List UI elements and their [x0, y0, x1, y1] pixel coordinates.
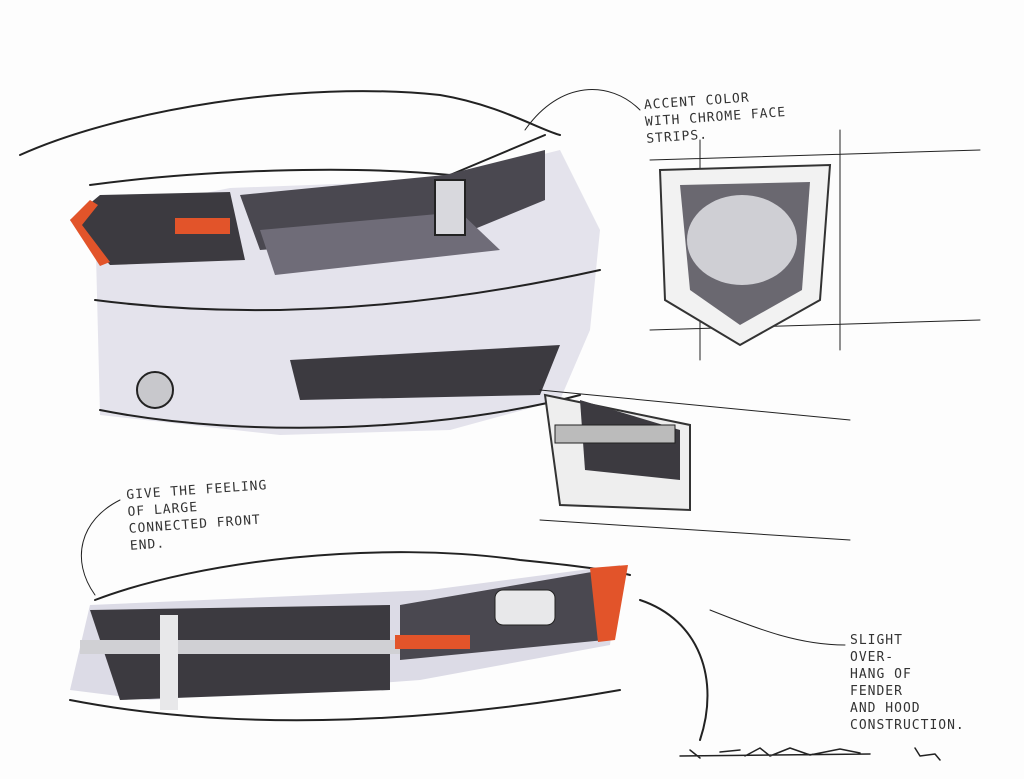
car-front-sketch-top — [19, 90, 601, 435]
annotation-accent-color: ACCENT COLOR WITH CHROME FACE STRIPS. — [643, 90, 787, 147]
leader-line-connected — [80, 499, 121, 596]
leader-line-accent — [524, 89, 641, 131]
artist-signature — [679, 747, 941, 761]
leader-line-overhang — [709, 609, 846, 646]
car-three-quarter-sketch — [69, 551, 709, 741]
annotation-connected-front: GIVE THE FEELING OF LARGE CONNECTED FRON… — [125, 478, 268, 554]
ram-badge-sketch — [649, 129, 981, 361]
grille-detail-sketch — [539, 389, 851, 541]
annotation-overhang: SLIGHT OVER- HANG OF FENDER AND HOOD CON… — [850, 633, 965, 733]
